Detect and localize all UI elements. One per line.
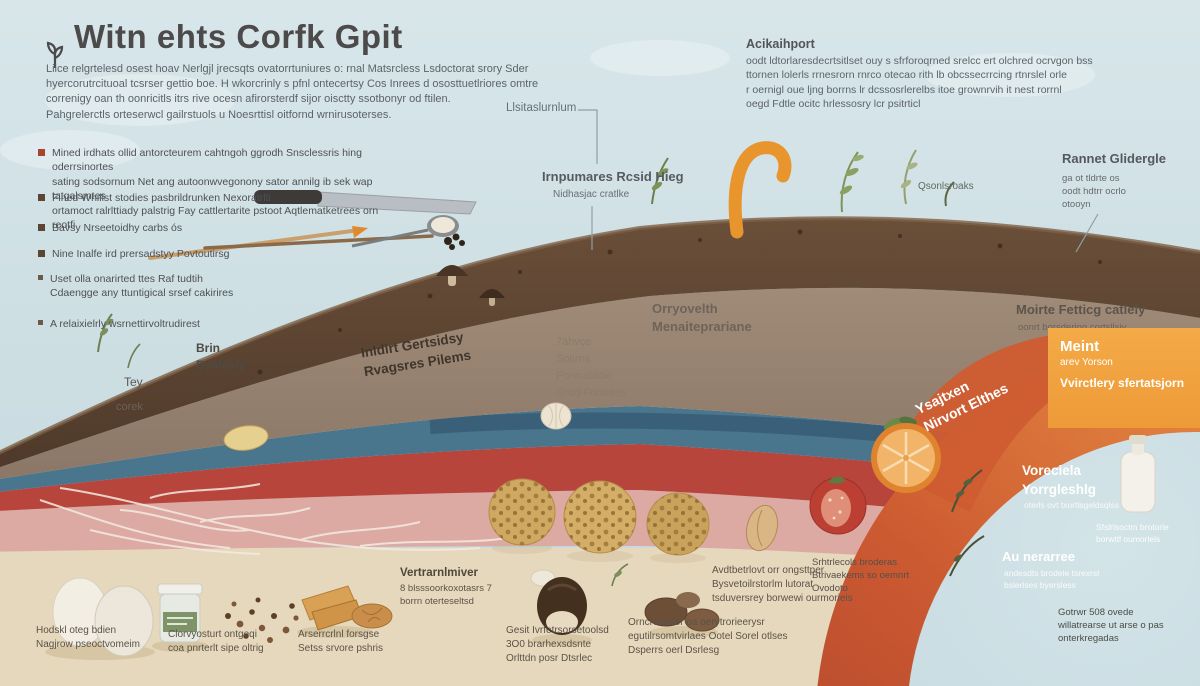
panel-title: Meint [1060,338,1100,355]
jar-icon [157,583,203,643]
grain-ball-icons [488,478,710,556]
almond-icon [745,504,779,552]
date-stone-icons [644,592,720,632]
inner-voreciela-sub: oterls ovt txortlsgeldsqlss [1024,500,1119,510]
crust-speckles [257,229,1102,375]
bullet-text: Mined irdhats ollid antorcteurem cahtngo… [52,147,379,232]
bread-icons [301,585,393,631]
callout-impum-title: Irnpumares Rcsid Hieg [542,169,684,184]
title-icon [44,18,66,77]
bullet-item: Mined irdhats ollid antorcteurem cahtngo… [38,146,388,233]
callout-rannet-sub: ga ot tldrte os oodt hdtrr ocrlo otooyn [1062,173,1126,211]
bullet-marker [38,224,45,231]
arc-upper-wedge [886,336,1150,512]
left-sprigs [97,313,141,369]
bullet-item: Bavsy Nrseetoidhy carbs ós [38,221,338,235]
caption-vert-body: 8 blsssoorkoxotasrs 7 borrn oterteseltsd [400,583,492,608]
crust-layer [0,218,1200,468]
bullet-marker [38,250,45,257]
callout-tey: Tey [124,375,143,389]
bullet-text: Fined Whillst stodies pasbrildrunken Nex… [52,192,271,204]
seed-scatter [225,597,299,643]
egg-icons [52,577,154,657]
bullet-item: Fined Whillst stodies pasbrildrunken Nex… [38,191,378,205]
dough-lump [223,425,269,451]
callout-moirte-sub: oonrt borsdering cortsllsiy [1018,322,1126,333]
bullet-item: A relaixielrly wsrnettirvoltrudirest [38,317,318,331]
inner-aunerarree: Au nerarree [1002,549,1075,564]
caption-eggs: Hodskl oteg bdien Nagjrow pseoctvomeim [36,625,140,650]
bullet-marker [38,194,45,201]
panel-subtitle: arev Yorson [1060,357,1113,368]
inner-bottle-sub: Sfslrlsoctm brotorle borwttl oumorlels [1096,522,1169,544]
callout-impum-sub: Nidhasjac cratlke [553,189,630,200]
red-fruit-icon [809,476,867,535]
arc-sprig-icons [949,469,985,577]
caption-bread: Arserrcrlnl forsgse Setss srvore pshris [298,629,384,654]
root-network [39,483,521,555]
vitamin-panel: Meint arev Yorson Vvirctlery sfertatsjor… [1048,328,1200,428]
topright-heading: Acikaihport [746,37,815,51]
callout-lisita: Llsitaslurnlum [506,102,577,114]
callout-corek: corek [116,401,143,413]
subsoil-layer [0,287,1200,479]
bottle-icon [1120,435,1156,513]
clouds [0,40,1095,170]
bullet-text: Uset olla onarirted ttes Raf tudtih Cdae… [50,273,234,300]
herb-sprig-icons [651,149,955,213]
bullet-text: Bavsy Nrseetoidhy carbs ós [52,222,183,234]
hook-icon [728,141,792,239]
mushroom-icons [436,265,505,306]
bullet-text: A relaixielrly wsrnettirvoltrudirest [50,318,200,330]
callout-orryovelth: Orryovelth Menaiteprariane [652,301,752,334]
page-title: Witn ehts Corfk Gpit [74,18,403,55]
callout-brin: Brin Dyolealy [196,341,246,372]
callout-tahvce: 7áhvçe Sotima Porerabloie Grod Forteess [556,336,627,400]
spoon-icon [351,215,459,248]
caption-fruit: Srhtrlecols broderas Btrivaekems so oemn… [812,557,910,595]
ground-sprig-icon [611,563,629,587]
bullet-marker [38,275,43,280]
inner-aunerarree-sub: andesdts brodeie tsrexrst bslerlses byer… [1004,568,1100,590]
inner-voreciela: Voreciela Yorrgleshlg [1022,463,1097,497]
knife-icon [254,190,477,215]
callout-lines [578,109,1099,253]
orange-slice-icon [871,416,941,493]
callout-rannet-title: Rannet Glidergle [1062,151,1167,166]
caption-vert-title: Vertrarnlmiver [400,567,478,579]
bullet-marker [38,320,43,325]
callout-moirte-title: Moirte Fetticg catlely [1016,302,1146,317]
callout-qson: Qsonlsroaks [918,181,974,192]
crust-rim [0,216,1200,455]
chestnut-icon [537,577,587,635]
caption-jar: Clorvyosturt ontgeqi coa pnrterlt sipe o… [168,629,264,654]
bullet-marker [38,149,45,156]
intro-paragraph: Liice relgrtelesd osest hoav Nerlgjl jre… [46,63,539,121]
topright-paragraph: oodt ldtorlaresdecrtsitlset ouy s sfrfor… [746,55,1093,111]
caption-chestnut: Orncrorlelter oa oerytrorieerysr egutilr… [628,617,788,656]
caption-grains: Gesit Ivrfetrsorsetoolsd 3O0 brarhexsdsn… [506,625,609,664]
inner-gotrwr: Gotrwr 508 ovede willatrearse ut arse o … [1058,607,1164,645]
garlic-icon [540,402,572,430]
caption-stones: Avdtbetrlovt orr ongsttper Bysvetoilrsto… [712,565,853,604]
berry-cluster-icon [444,233,465,250]
panel-body: Vvirctlery sfertatsjorn [1060,376,1185,390]
bullet-item: Uset olla onarirted ttes Raf tudtih Cdae… [38,272,298,301]
bullet-item: Nine Inalfe ird prersadstyy Povtoutirsg [38,247,338,261]
bullet-text: Nine Inalfe ird prersadstyy Povtoutirsg [52,248,230,260]
